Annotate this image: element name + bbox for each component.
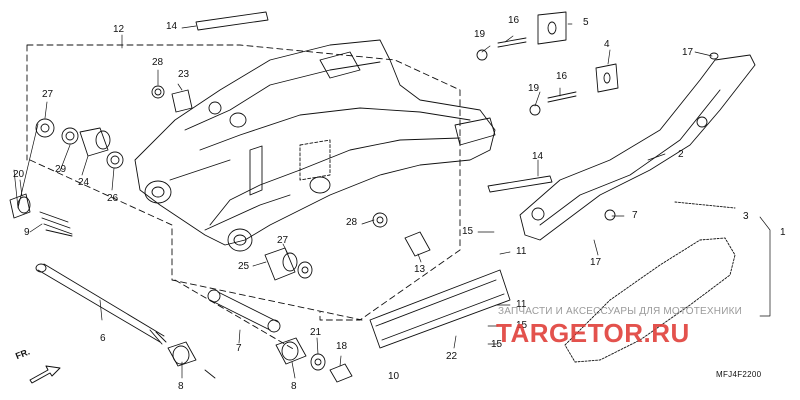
callout-26: 26 <box>107 193 119 204</box>
callout-14a: 14 <box>166 21 178 32</box>
swingarm-group-box <box>26 44 461 351</box>
chain-guide-decal <box>195 11 553 193</box>
callout-2: 2 <box>678 149 684 160</box>
callout-15b: 15 <box>516 320 528 331</box>
pivot-bolt <box>35 263 167 345</box>
callout-24: 24 <box>78 177 90 188</box>
callout-6: 6 <box>100 333 106 344</box>
callout-7a: 7 <box>632 210 638 221</box>
callout-9: 9 <box>24 227 30 238</box>
callout-20: 20 <box>13 169 25 180</box>
callout-28a: 28 <box>152 57 164 68</box>
callout-5: 5 <box>583 17 589 28</box>
callout-23: 23 <box>178 69 190 80</box>
callout-28b: 28 <box>346 217 358 228</box>
callout-16a: 16 <box>508 15 520 26</box>
callout-19b: 19 <box>528 83 540 94</box>
callout-12: 12 <box>113 24 125 35</box>
callout-10: 10 <box>388 371 400 382</box>
chain-slider <box>369 269 511 349</box>
callout-29: 29 <box>55 164 67 175</box>
callout-17b: 17 <box>590 257 602 268</box>
callout-27b: 27 <box>277 235 289 246</box>
leader-lines <box>13 23 771 379</box>
callout-25: 25 <box>238 261 250 272</box>
callout-17a: 17 <box>682 47 694 58</box>
callout-16b: 16 <box>556 71 568 82</box>
callout-1: 1 <box>780 227 786 238</box>
pivot-spacer-and-collars <box>167 289 353 383</box>
callout-21: 21 <box>310 327 322 338</box>
diagram-code: MFJ4F2200 <box>716 370 762 379</box>
watermark-logo: TARGETOR.RU <box>496 318 690 348</box>
callout-7b: 7 <box>236 343 242 354</box>
callout-8a: 8 <box>178 381 184 392</box>
callout-13: 13 <box>414 264 426 275</box>
center-bushings <box>264 212 431 281</box>
callout-15c: 15 <box>491 339 503 350</box>
callout-4: 4 <box>604 39 610 50</box>
pivot-bearing-parts <box>9 85 193 237</box>
callout-22: 22 <box>446 351 458 362</box>
front-arrow <box>29 365 61 384</box>
callout-3: 3 <box>743 211 749 222</box>
watermark-text: ЗАПЧАСТИ И АКСЕССУАРЫ ДЛЯ МОТОТЕХНИКИ <box>498 306 743 317</box>
callout-11a: 11 <box>516 246 527 257</box>
swingarm-body <box>134 39 496 252</box>
upper-fasteners <box>476 11 719 116</box>
callout-15a: 15 <box>462 226 474 237</box>
callout-19a: 19 <box>474 29 486 40</box>
callout-8b: 8 <box>291 381 297 392</box>
callout-27a: 27 <box>42 89 54 100</box>
chain-case <box>519 54 756 241</box>
drive-chain <box>564 201 736 363</box>
callout-18: 18 <box>336 341 348 352</box>
callout-11b: 11 <box>516 299 527 310</box>
callout-14b: 14 <box>532 151 544 162</box>
